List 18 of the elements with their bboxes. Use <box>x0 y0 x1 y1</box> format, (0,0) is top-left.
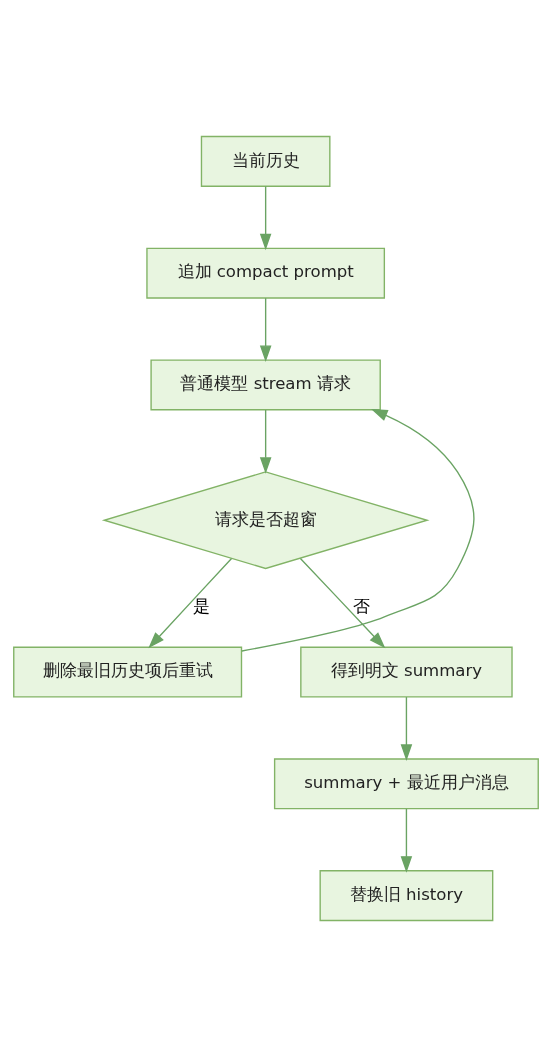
arrow <box>241 409 475 652</box>
node-box: summary + 最近用户消息 <box>273 758 539 810</box>
arrow <box>148 557 233 649</box>
node-box: 当前历史 <box>200 135 331 187</box>
edge-label: 否 <box>353 597 371 617</box>
node-diamond: 请求是否超窗 <box>101 471 430 570</box>
arrow <box>259 297 272 363</box>
arrow <box>259 185 272 251</box>
arrow <box>259 409 272 474</box>
node-box: 普通模型 stream 请求 <box>150 359 381 411</box>
arrow <box>400 696 413 761</box>
edge-label: 是 <box>192 597 210 617</box>
node-box: 替换旧 history <box>319 870 494 922</box>
node-box: 得到明文 summary <box>300 646 513 698</box>
arrow <box>299 557 386 649</box>
arrow <box>400 808 413 873</box>
node-box: 删除最旧历史项后重试 <box>13 646 243 698</box>
node-box: 追加 compact prompt <box>146 247 386 299</box>
